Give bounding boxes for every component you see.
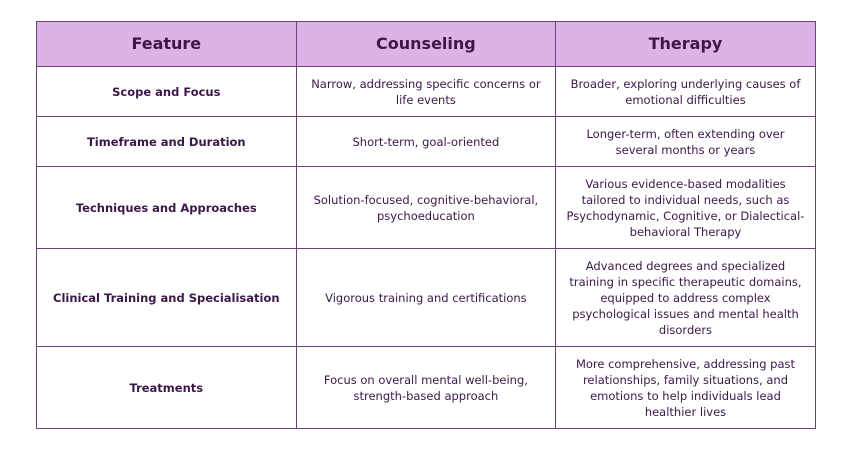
counseling-cell: Focus on overall mental well-being, stre… <box>295 346 557 429</box>
feature-cell: Treatments <box>36 346 297 429</box>
counseling-cell: Vigorous training and certifications <box>295 248 557 347</box>
table-row: Techniques and Approaches Solution-focus… <box>36 166 816 249</box>
counseling-cell: Solution-focused, cognitive-behavioral, … <box>295 166 557 249</box>
feature-cell: Clinical Training and Specialisation <box>36 248 297 347</box>
table-row: Timeframe and Duration Short-term, goal-… <box>36 116 816 167</box>
therapy-cell: Broader, exploring underlying causes of … <box>555 66 816 117</box>
feature-cell: Scope and Focus <box>36 66 297 117</box>
table-row: Scope and Focus Narrow, addressing speci… <box>36 66 816 117</box>
feature-cell: Timeframe and Duration <box>36 116 297 167</box>
header-row: Feature Counseling Therapy <box>36 21 816 67</box>
counseling-cell: Short-term, goal-oriented <box>295 116 557 167</box>
comparison-table: Feature Counseling Therapy Scope and Foc… <box>36 21 816 429</box>
table-row: Clinical Training and Specialisation Vig… <box>36 248 816 347</box>
header-feature: Feature <box>36 21 297 67</box>
therapy-cell: Various evidence-based modalities tailor… <box>555 166 816 249</box>
table-row: Treatments Focus on overall mental well-… <box>36 346 816 429</box>
therapy-cell: More comprehensive, addressing past rela… <box>555 346 816 429</box>
therapy-cell: Advanced degrees and specialized trainin… <box>555 248 816 347</box>
therapy-cell: Longer-term, often extending over severa… <box>555 116 816 167</box>
header-therapy: Therapy <box>555 21 816 67</box>
header-counseling: Counseling <box>295 21 557 67</box>
feature-cell: Techniques and Approaches <box>36 166 297 249</box>
counseling-cell: Narrow, addressing specific concerns or … <box>295 66 557 117</box>
